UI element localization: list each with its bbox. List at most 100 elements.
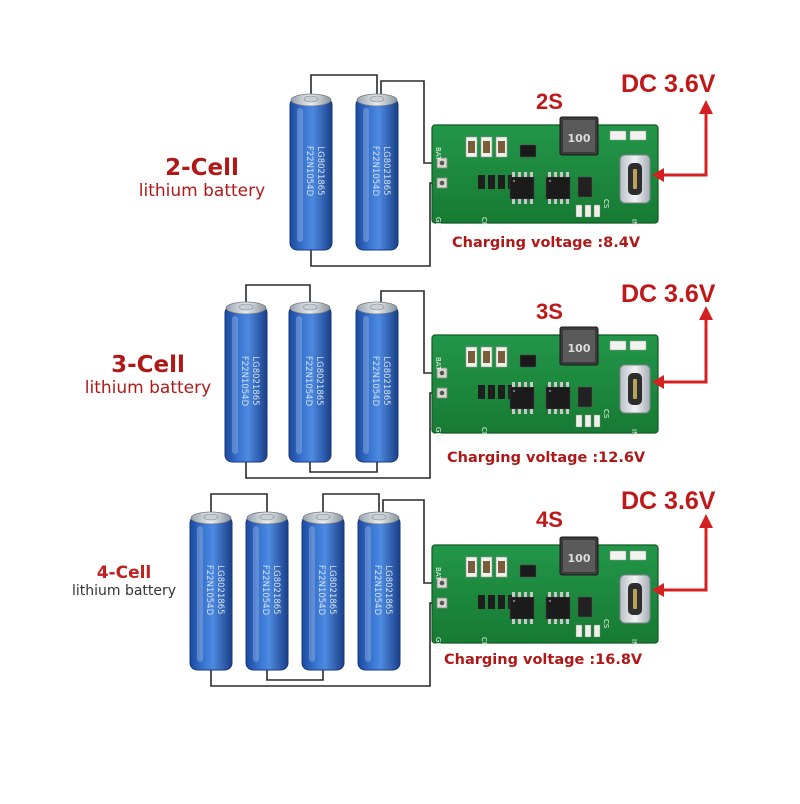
- smd-part: [609, 340, 627, 351]
- charging-voltage-3s: Charging voltage :12.6V: [447, 450, 646, 466]
- arrow-up-icon: [699, 514, 713, 528]
- silkscreen-label: BAT: [434, 147, 442, 161]
- battery-print: LG8021865: [250, 356, 260, 405]
- terminal-hole: [439, 580, 445, 586]
- ic-dot: [548, 599, 552, 603]
- ic-pin: [512, 592, 515, 597]
- smd-resistor: [593, 624, 601, 638]
- series-label-3s: 3S: [536, 299, 563, 324]
- battery-print: LG8021865: [381, 356, 391, 405]
- battery-print: F22N1054D: [239, 356, 249, 407]
- ic-pin: [548, 382, 551, 387]
- mosfet: [577, 596, 593, 618]
- wire-bat-positive: [380, 290, 437, 374]
- battery-highlight: [297, 108, 303, 242]
- capacitor-body: [483, 561, 490, 573]
- smd-resistor: [584, 204, 592, 218]
- ic-pin: [566, 592, 569, 597]
- ic-pin: [518, 619, 521, 624]
- input-voltage-2s: DC 3.6V: [621, 70, 716, 98]
- ic-pin: [560, 409, 563, 414]
- ic-chip: [509, 596, 535, 620]
- ic-pin: [518, 409, 521, 414]
- capacitor-body: [468, 561, 475, 573]
- battery-print: F22N1054D: [370, 146, 380, 197]
- ic-pin: [548, 592, 551, 597]
- ic-chip: [545, 386, 571, 410]
- ic-pin: [566, 382, 569, 387]
- arrow-into-usb-icon: [652, 168, 664, 182]
- battery-terminal: [369, 303, 385, 311]
- cell-type-3: lithium battery: [84, 378, 212, 398]
- ic-pin: [530, 382, 533, 387]
- smd-part: [629, 340, 647, 351]
- cell-label-3: 3-Cell lithium battery: [58, 352, 238, 398]
- ic-pin: [530, 592, 533, 597]
- terminal-hole: [439, 390, 445, 396]
- ic-pin: [518, 382, 521, 387]
- ic-chip: [509, 386, 535, 410]
- battery-print: F22N1054D: [304, 146, 314, 197]
- input-wire: [662, 526, 708, 592]
- battery-print: LG8021865: [215, 565, 225, 614]
- ic-pin: [512, 172, 515, 177]
- charging-voltage-4s: Charging voltage :16.8V: [444, 652, 643, 668]
- series-link-top: [322, 493, 380, 512]
- wire-bat-negative: [245, 392, 437, 479]
- battery-highlight: [232, 316, 238, 454]
- ic-pin: [512, 199, 515, 204]
- silkscreen-label: CS: [602, 199, 610, 209]
- silkscreen-label: GND: [434, 217, 442, 233]
- cell-count-3: 3-Cell: [111, 352, 185, 378]
- inductor-marking: 100: [568, 342, 591, 355]
- ic-pin: [554, 409, 557, 414]
- series-link-bottom: [309, 462, 378, 473]
- ic-pin: [554, 199, 557, 204]
- battery-highlight: [363, 316, 369, 454]
- ic-pin: [560, 199, 563, 204]
- smd-part: [609, 550, 627, 561]
- battery-terminal: [259, 513, 275, 521]
- arrow-up-icon: [699, 306, 713, 320]
- input-voltage-3s: DC 3.6V: [621, 280, 716, 308]
- battery-highlight: [309, 526, 315, 662]
- smd-resistor: [498, 595, 505, 609]
- silkscreen-label: BAT: [434, 567, 442, 581]
- ic-chip: [545, 596, 571, 620]
- ic-pin: [554, 619, 557, 624]
- ic-dot: [512, 389, 516, 393]
- battery-terminal: [302, 303, 318, 311]
- battery-terminal: [203, 513, 219, 521]
- silkscreen-label: CS: [602, 619, 610, 629]
- cell-label-4: 4-Cell lithium battery: [44, 563, 204, 599]
- ic-pin: [518, 592, 521, 597]
- capacitor-body: [468, 141, 475, 153]
- smd-resistor: [488, 175, 495, 189]
- smd-part: [609, 130, 627, 141]
- ic-pin: [566, 409, 569, 414]
- silkscreen-label: CS: [602, 409, 610, 419]
- ic-pin: [524, 382, 527, 387]
- silkscreen-label: CR: [480, 217, 488, 227]
- ic-pin: [518, 172, 521, 177]
- silkscreen-label: CR: [480, 427, 488, 437]
- silkscreen-label: GND: [434, 637, 442, 653]
- ic-pin: [512, 619, 515, 624]
- wire-bat-positive: [382, 499, 437, 584]
- battery-print: F22N1054D: [204, 565, 214, 616]
- ic-chip: [545, 176, 571, 200]
- cell-count-2: 2-Cell: [165, 155, 239, 181]
- terminal-hole: [439, 370, 445, 376]
- battery-terminal: [371, 513, 387, 521]
- smd-resistor: [593, 204, 601, 218]
- smd-resistor: [584, 414, 592, 428]
- ic-pin: [566, 199, 569, 204]
- ic-pin: [530, 409, 533, 414]
- silkscreen-label: GND: [434, 427, 442, 443]
